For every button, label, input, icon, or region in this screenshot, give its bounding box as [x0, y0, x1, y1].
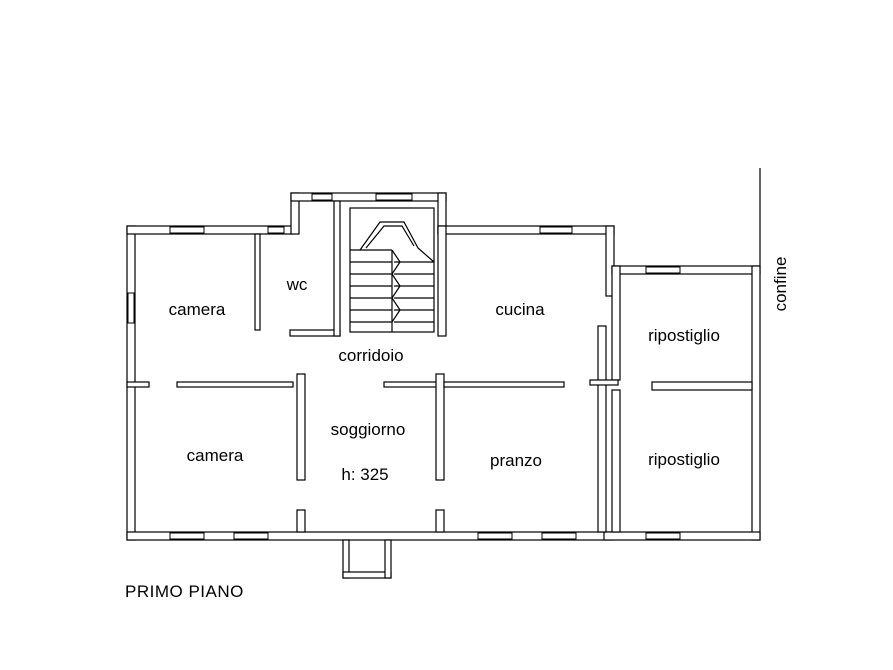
room-label-corridoio: corridoio — [338, 346, 403, 365]
room-label-cucina: cucina — [495, 300, 545, 319]
room-label-ripostiglio-top: ripostiglio — [648, 326, 720, 345]
room-label-camera-top: camera — [169, 300, 226, 319]
inner-walls — [126, 200, 753, 533]
room-label-camera-bottom: camera — [187, 446, 244, 465]
room-label-wc: wc — [286, 275, 308, 294]
height-note: h: 325 — [341, 465, 388, 484]
windows — [127, 193, 681, 540]
staircase — [349, 207, 435, 333]
room-label-soggiorno: soggiorno — [331, 420, 406, 439]
room-label-pranzo: pranzo — [490, 451, 542, 470]
floor-title: PRIMO PIANO — [125, 582, 244, 601]
room-label-ripostiglio-bottom: ripostiglio — [648, 450, 720, 469]
boundary-label: confine — [771, 257, 790, 312]
